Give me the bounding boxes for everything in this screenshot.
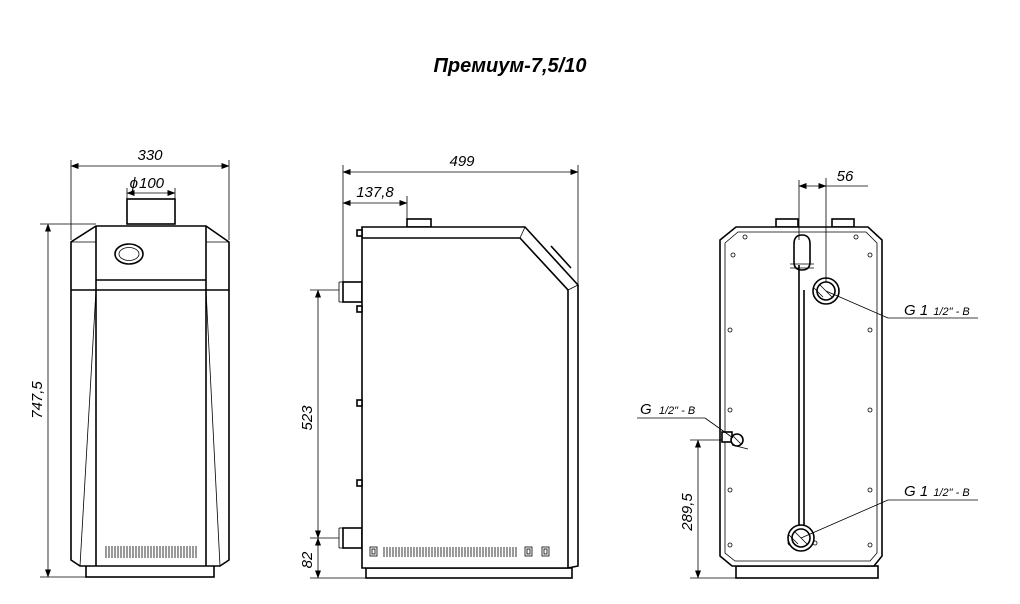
side-base [365,567,573,579]
screw [727,542,733,548]
side-flue-stub [406,218,432,228]
rear-base [735,565,879,579]
screw [867,407,873,413]
side-view: 499 137,8 523 82 [299,153,579,579]
bottom-connection-sub: 1/2" - B [933,487,969,499]
front-width-label: 330 [137,147,163,164]
screw [867,327,873,333]
flue-diameter-symbol: ϕ [130,175,138,192]
rear-view: 56 G 1 1/2" - B G 1 1/2" - B G 1/2" - B … [637,168,978,579]
top-connection-main: G 1 [904,302,928,319]
flue-offset-label: 137,8 [356,184,394,201]
pipe-spacing-label: 523 [299,405,316,431]
screw [853,234,859,240]
screw [727,327,733,333]
sight-glass [114,243,144,265]
flue-pipe [126,198,176,225]
screw [867,487,873,493]
screw [730,252,736,258]
rear-slot-window [793,234,811,271]
front-vent-slots [105,546,197,558]
bottom-connection-label: G 1 1/2" - B [904,483,970,500]
top-connection-sub: 1/2" - B [933,306,969,318]
rear-body [719,226,883,567]
screw [867,542,873,548]
screw [727,407,733,413]
front-height-label: 747,5 [29,381,46,419]
side-vent-slots [383,547,517,557]
side-body [361,226,579,569]
screw [867,252,873,258]
front-view: 330 ϕ 100 747,5 [29,147,230,578]
rear-screws [727,234,873,548]
pipe-offset-label: 56 [837,168,854,185]
side-top-pipe [342,281,363,303]
flue-diameter-label: 100 [139,175,165,192]
bottom-pipe-height-label: 82 [299,551,316,568]
screw [742,234,748,240]
side-connection-label: G 1/2" - B [640,401,695,418]
side-connection-height-label: 289,5 [679,493,696,532]
side-depth-label: 499 [449,153,475,170]
screw [727,487,733,493]
side-bottom-pipe [342,527,363,549]
side-connection-fitting [721,431,749,450]
drawing-title: Премиум-7,5/10 [434,55,587,77]
side-connection-main: G [640,401,652,418]
bottom-connection-main: G 1 [904,483,928,500]
side-connection-sub: 1/2" - B [659,405,695,417]
top-connection-label: G 1 1/2" - B [904,302,970,319]
